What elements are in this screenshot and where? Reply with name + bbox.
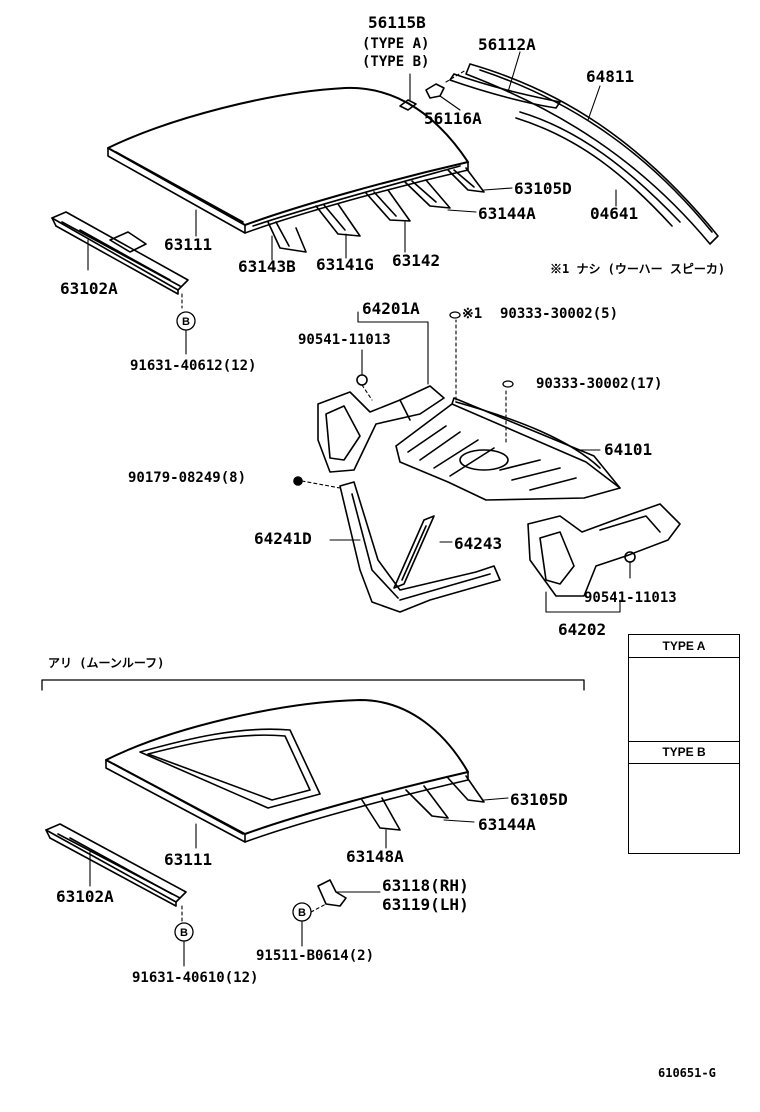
label-63141G: 63141G	[316, 255, 374, 274]
label-90541-top: 90541-11013	[298, 332, 391, 348]
type-a-header: TYPE A	[629, 635, 739, 658]
package-tray-64101	[395, 319, 621, 501]
label-64201A: 64201A	[362, 299, 420, 318]
diagram-code: 610651-G	[658, 1066, 716, 1080]
label-star1: ※1	[462, 306, 483, 322]
roof-molding-64811	[465, 63, 719, 245]
leaders-top-roof	[195, 187, 513, 261]
roof-bows-bottom	[195, 775, 509, 849]
label-63143B: 63143B	[238, 257, 296, 276]
label-64811: 64811	[586, 67, 635, 86]
label-63144A-bottom: 63144A	[478, 815, 536, 834]
bracket-64241D	[293, 476, 501, 613]
callout-b-1-text: B	[182, 316, 190, 328]
roof-bows-top	[267, 167, 485, 253]
label-56112A: 56112A	[478, 35, 536, 54]
label-speaker-note: ※1 ナシ (ウーハー スピーカ)	[550, 262, 726, 276]
label-64243: 64243	[454, 534, 503, 553]
callout-b-3-text: B	[298, 907, 306, 919]
label-63111-top: 63111	[164, 235, 213, 254]
label-56116A: 56116A	[424, 109, 482, 128]
front-header-bottom	[45, 823, 187, 923]
plug-upper	[449, 311, 461, 319]
roof-panel-bottom	[105, 699, 469, 843]
label-90179: 90179-08249(8)	[128, 470, 247, 486]
plug-lower	[502, 380, 514, 388]
label-63111-bottom: 63111	[164, 850, 213, 869]
brace-64243	[393, 515, 453, 589]
label-64241D: 64241D	[254, 529, 312, 548]
type-b-header: TYPE B	[629, 741, 739, 764]
type-legend-box: TYPE A TYPE B	[628, 634, 740, 854]
label-type-b: (TYPE B)	[362, 54, 430, 70]
label-63102A-bottom: 63102A	[56, 887, 114, 906]
label-type-a: (TYPE A)	[362, 36, 430, 52]
label-63119: 63119(LH)	[382, 895, 469, 914]
label-63102A-top: 63102A	[60, 279, 118, 298]
label-63142: 63142	[392, 251, 441, 270]
drip-molding-56112A	[449, 51, 561, 109]
label-91631-40610: 91631-40610(12)	[132, 970, 259, 986]
label-90333-5: 90333-30002(5)	[500, 306, 619, 322]
label-04641: 04641	[590, 204, 639, 223]
front-header-top	[51, 211, 189, 309]
label-90541-bottom: 90541-11013	[584, 590, 677, 606]
label-63144A-top: 63144A	[478, 204, 536, 223]
type-divider	[629, 741, 739, 742]
label-90333-17: 90333-30002(17)	[536, 376, 663, 392]
label-63105D-top: 63105D	[514, 179, 572, 198]
callout-b-2-text: B	[180, 927, 188, 939]
clips-63118-63119	[317, 879, 381, 907]
section-title-moonroof: アリ (ムーンルーフ)	[48, 656, 165, 670]
label-91511: 91511-B0614(2)	[256, 948, 375, 964]
roof-panel-top	[107, 86, 469, 234]
label-64202: 64202	[558, 620, 607, 639]
label-56115B: 56115B	[368, 13, 426, 32]
retainer-clips	[399, 69, 467, 111]
section-bracket	[41, 679, 585, 691]
label-63105D-bottom: 63105D	[510, 790, 568, 809]
label-64101: 64101	[604, 440, 653, 459]
label-63118: 63118(RH)	[382, 876, 469, 895]
bracket-64201A	[317, 311, 445, 473]
bracket-64202	[527, 503, 681, 613]
label-63148A: 63148A	[346, 847, 404, 866]
label-91631-40612: 91631-40612(12)	[130, 358, 257, 374]
